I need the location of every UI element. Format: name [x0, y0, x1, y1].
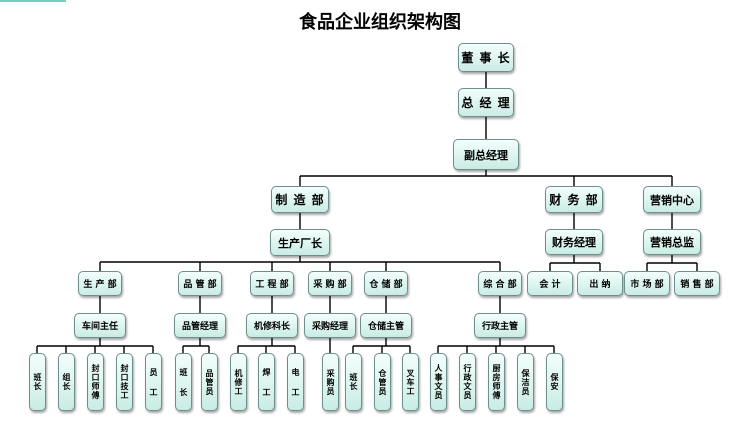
staff-box: 班 长: [175, 353, 192, 411]
staff-box: 班长: [29, 353, 46, 411]
deputy-general-manager-box: 副总经理: [453, 139, 519, 170]
head-box-admin-supervisor: 行政主管: [474, 313, 526, 338]
staff-box: 组长: [58, 353, 75, 411]
finance-division-box: 财 务 部: [545, 186, 603, 213]
chairman-box: 董 事 长: [458, 43, 514, 72]
factory-director-box: 生产厂长: [270, 229, 330, 256]
staff-box: 班长: [345, 353, 362, 411]
manufacturing-division-box: 制 造 部: [271, 186, 329, 213]
staff-box: 机修工: [230, 353, 247, 411]
staff-box: 仓管员: [374, 353, 391, 411]
top-accent-bar: [0, 0, 66, 2]
department-box-warehouse: 仓 储 部: [364, 271, 408, 296]
head-box-warehouse-supervisor: 仓储主管: [360, 313, 412, 338]
staff-box: 叉车工: [402, 353, 419, 411]
staff-box: 品管员: [201, 353, 218, 411]
staff-box: 保洁员: [517, 353, 534, 411]
staff-box: 员 工: [145, 353, 162, 411]
head-box-workshop-director: 车间主任: [74, 313, 126, 338]
finance-manager-box: 财务经理: [545, 229, 603, 255]
marketing-center-box: 营销中心: [643, 186, 701, 213]
staff-box: 封口师傅: [87, 353, 104, 411]
head-box-purchasing-manager: 采购经理: [304, 313, 356, 338]
staff-box: 人事文员: [430, 353, 447, 411]
department-box-quality: 品 管 部: [178, 271, 222, 296]
cashier-box: 出 纳: [577, 271, 623, 296]
staff-box: 电 工: [287, 353, 304, 411]
sales-department-box: 销 售 部: [674, 271, 720, 296]
chart-title: 食品企业组织架构图: [299, 12, 461, 33]
staff-box: 焊 工: [258, 353, 275, 411]
department-box-engineering: 工 程 部: [250, 271, 294, 296]
staff-box: 采购员: [322, 353, 339, 411]
department-box-general-affairs: 综 合 部: [478, 271, 522, 296]
head-box-quality-manager: 品管经理: [174, 313, 226, 338]
accountant-box: 会 计: [527, 271, 573, 296]
department-box-purchasing: 采 购 部: [308, 271, 352, 296]
head-box-maintenance-chief: 机修科长: [246, 313, 298, 338]
general-manager-box: 总 经 理: [458, 88, 514, 117]
staff-box: 行政文员: [459, 353, 476, 411]
staff-box: 保安: [546, 353, 563, 411]
staff-box: 厨房师傅: [488, 353, 505, 411]
department-box-production: 生 产 部: [78, 271, 122, 296]
staff-box: 封口技工: [116, 353, 133, 411]
marketing-director-box: 营销总监: [643, 229, 701, 255]
market-department-box: 市 场 部: [624, 271, 670, 296]
